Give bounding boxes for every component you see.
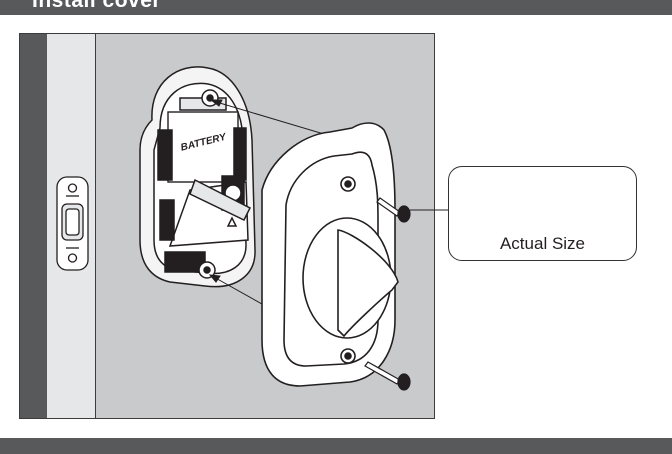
strike-plate <box>56 176 89 271</box>
section-title: Install cover <box>32 0 162 12</box>
actual-size-callout <box>448 166 637 261</box>
actual-size-label: Actual Size <box>499 234 586 253</box>
illustration-frame <box>19 33 435 419</box>
door-edge <box>20 34 47 418</box>
interior-assembly <box>139 66 256 288</box>
footer-bar <box>0 438 672 454</box>
bottom-screw <box>364 361 411 391</box>
top-screw <box>376 197 411 223</box>
cover-plate <box>261 122 399 387</box>
header-bar: Install cover <box>0 0 672 15</box>
